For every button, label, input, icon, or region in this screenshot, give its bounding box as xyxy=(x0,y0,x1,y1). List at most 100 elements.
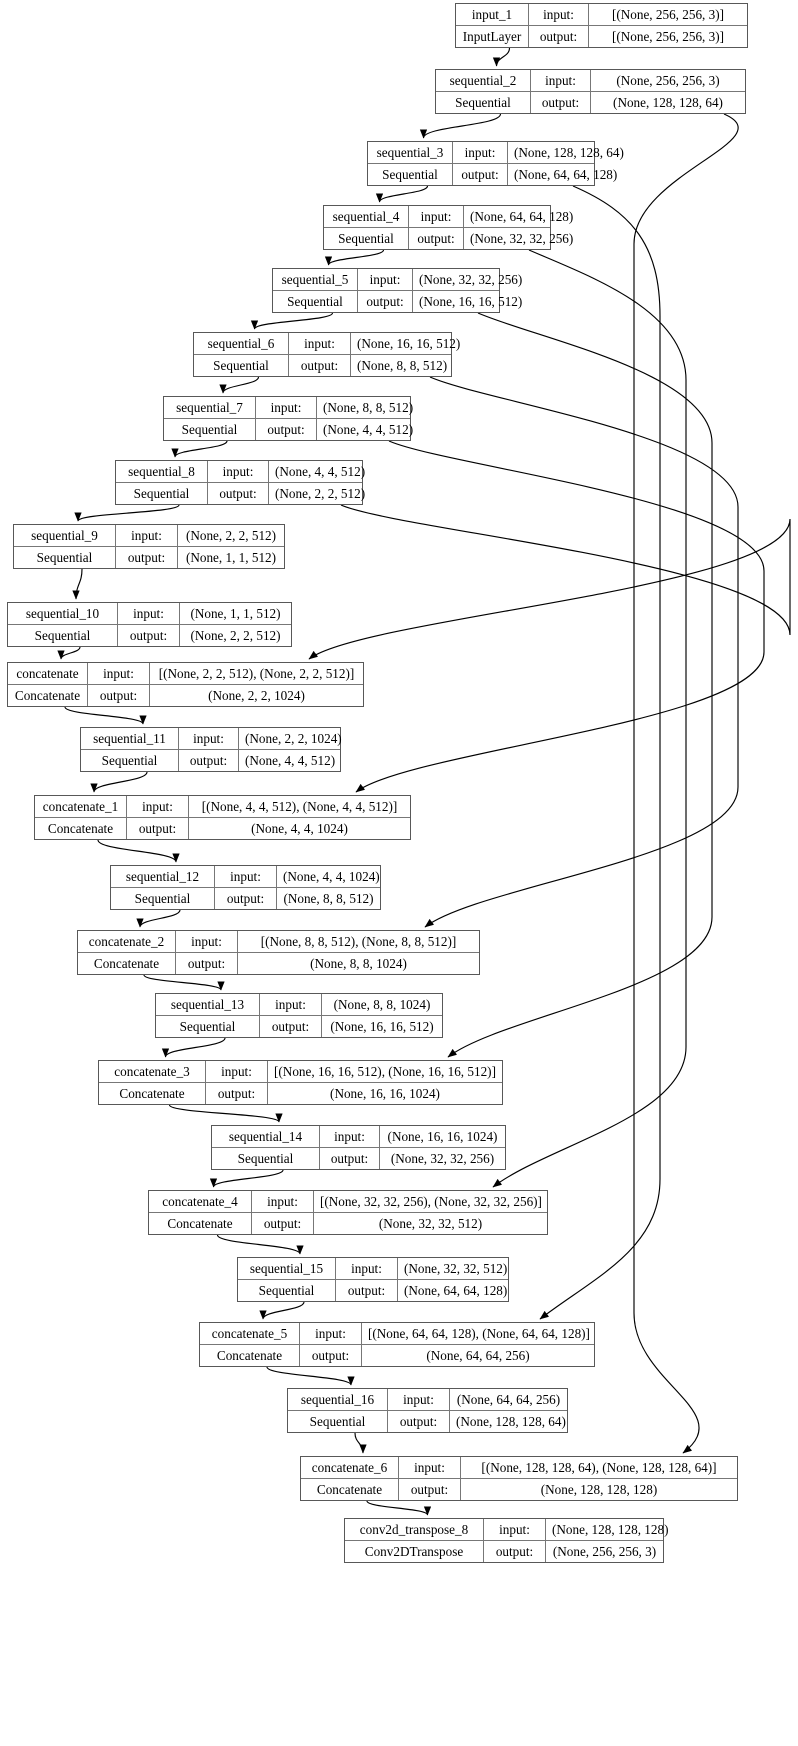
edge-sequential_3-to-sequential_4 xyxy=(375,185,429,203)
input-shape: (None, 256, 256, 3) xyxy=(616,72,720,88)
layer-class: Concatenate xyxy=(35,818,127,839)
edge-concatenate-to-sequential_11 xyxy=(64,706,147,725)
edge-sequential_5-to-sequential_6 xyxy=(250,312,334,330)
input-label: input: xyxy=(300,1323,362,1344)
layer-name: sequential_8 xyxy=(116,461,208,482)
output-label: output: xyxy=(529,26,589,47)
output-label: output: xyxy=(388,1411,450,1432)
layer-name: sequential_11 xyxy=(81,728,179,749)
output-shape: (None, 8, 8, 512) xyxy=(283,890,374,906)
layer-name: sequential_5 xyxy=(273,269,358,290)
output-label: output: xyxy=(484,1541,546,1562)
input-shape: [(None, 32, 32, 256), (None, 32, 32, 256… xyxy=(320,1193,542,1209)
input-shape: [(None, 2, 2, 512), (None, 2, 2, 512)] xyxy=(158,665,355,681)
output-label: output: xyxy=(179,750,239,771)
layer-class: Sequential xyxy=(238,1280,336,1301)
input-shape: (None, 128, 128, 128) xyxy=(552,1521,669,1537)
layer-class: Sequential xyxy=(14,547,116,568)
output-shape: (None, 32, 32, 512) xyxy=(378,1215,483,1231)
output-label: output: xyxy=(118,625,180,646)
layer-name: sequential_14 xyxy=(212,1126,320,1147)
layer-name: sequential_16 xyxy=(288,1389,388,1410)
input-shape: (None, 2, 2, 1024) xyxy=(245,730,342,746)
input-label: input: xyxy=(531,70,591,91)
input-label: input: xyxy=(176,931,238,952)
input-label: input: xyxy=(388,1389,450,1410)
input-label: input: xyxy=(256,397,317,418)
layer-class: Sequential xyxy=(81,750,179,771)
output-label: output: xyxy=(88,685,150,706)
input-shape: (None, 4, 4, 512) xyxy=(275,463,366,479)
layer-name: sequential_13 xyxy=(156,994,260,1015)
output-label: output: xyxy=(208,483,269,504)
layer-name: sequential_2 xyxy=(436,70,531,91)
edge-sequential_6-to-sequential_7 xyxy=(219,376,260,394)
layer-class: Sequential xyxy=(164,419,256,440)
input-shape: (None, 16, 16, 512) xyxy=(357,335,461,351)
input-label: input: xyxy=(409,206,464,227)
output-shape: (None, 2, 2, 512) xyxy=(190,627,281,643)
layer-name: sequential_7 xyxy=(164,397,256,418)
layer-class: Concatenate xyxy=(8,685,88,706)
output-label: output: xyxy=(176,953,238,974)
input-label: input: xyxy=(260,994,322,1015)
output-label: output: xyxy=(127,818,189,839)
layer-class: Concatenate xyxy=(301,1479,399,1500)
output-shape: (None, 64, 64, 128) xyxy=(404,1282,508,1298)
edge-sequential_10-to-concatenate xyxy=(57,646,81,660)
edge-concatenate_3-to-sequential_14 xyxy=(168,1104,283,1123)
output-shape: (None, 32, 32, 256) xyxy=(470,230,574,246)
output-label: output: xyxy=(206,1083,268,1104)
layer-name: concatenate_6 xyxy=(301,1457,399,1478)
input-shape: (None, 16, 16, 1024) xyxy=(387,1128,498,1144)
output-label: output: xyxy=(260,1016,322,1037)
layer-class: Sequential xyxy=(156,1016,260,1037)
edge-sequential_2-to-concatenate_6 xyxy=(633,113,739,1454)
output-shape: (None, 16, 16, 512) xyxy=(419,293,523,309)
input-label: input: xyxy=(179,728,239,749)
output-shape: (None, 128, 128, 128) xyxy=(540,1481,658,1497)
layer-name: concatenate xyxy=(8,663,88,684)
output-shape: (None, 64, 64, 256) xyxy=(426,1347,530,1363)
layer-class: Sequential xyxy=(116,483,208,504)
edge-sequential_5-to-concatenate_3 xyxy=(447,312,713,1058)
output-shape: (None, 16, 16, 512) xyxy=(330,1018,434,1034)
layer-class: Concatenate xyxy=(200,1345,300,1366)
edge-sequential_15-to-concatenate_5 xyxy=(259,1301,305,1320)
layer-class: Conv2DTranspose xyxy=(345,1541,484,1562)
